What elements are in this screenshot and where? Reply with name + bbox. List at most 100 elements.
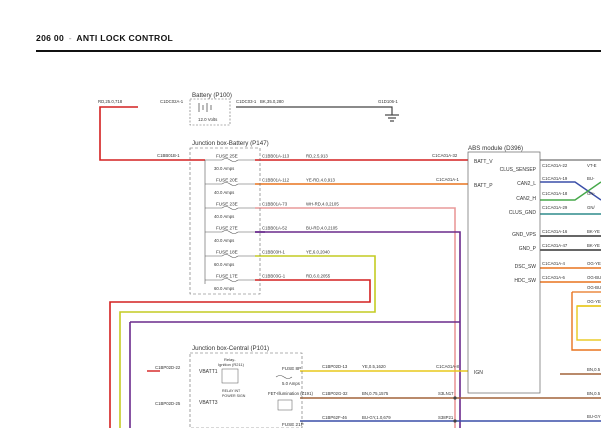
abs-conn-item: BN,0.5 (587, 391, 601, 396)
abs-conn-label: C1CA01A-4 (542, 261, 566, 266)
fuse-wire-label: RD,2.5,913 (306, 154, 328, 159)
abs-wire-label: GN- (587, 191, 595, 196)
battery-left-wire-label: RD,25.0,718 (98, 99, 123, 104)
relay-subtitle: Ignition (R211) (218, 362, 245, 367)
fuse-wire-label: WH-RD,4.0,2105 (306, 202, 339, 207)
abs-right-pin: HDC_SW (514, 278, 536, 284)
fuse-21p-conn: C1BP62F-46 (322, 415, 347, 420)
abs-wire-label: BN,0.5 (587, 367, 601, 372)
abs-right-pin: GND_VPS (512, 232, 537, 238)
fuse-rating: 60.0 Amps (214, 262, 234, 267)
fuse-icon (221, 182, 239, 186)
abs-conn-1-label: C1CA01A-1 (436, 177, 460, 182)
wire-fuse-17e (109, 279, 371, 428)
battery-right-conn-label: C1DC03-1 (236, 99, 257, 104)
abs-wire-label: BN,0.5 (587, 391, 601, 396)
abs-wire-label: OG-BU (587, 275, 601, 280)
abs-ign-conn: C1CA01A-8 (436, 364, 460, 369)
vbatt1-label: VBATT1 (199, 369, 218, 375)
abs-conn-item: C1CA01A-6 OG-BU (542, 275, 601, 280)
fuse-8p-rating: 5.0 Amps (282, 381, 300, 386)
fet-splice: S3LN17 (438, 391, 454, 396)
abs-conn-label: C1CA01A-47 (542, 243, 568, 248)
abs-conn-label: C1CA01A-19 (542, 176, 568, 181)
fuse-item: FUSE 23E 40.0 Amps C1BB01A-73 WH-RD,4.0,210… (205, 202, 339, 219)
fuse-name: FUSE 23E (216, 202, 238, 207)
abs-module: ABS module (D396) BATT_V BATT_P IGN (467, 145, 541, 394)
fuse-name: FUSE 25E (216, 154, 238, 159)
abs-conn-label: C1CA01A-29 (542, 205, 568, 210)
fuse-conn-label: C1BB03H-1 (262, 250, 286, 255)
fuse-item: FUSE 17E 60.0 Amps C1BB03G-1 RD,6.0,2055 (205, 274, 331, 291)
wire-fuse-18e (119, 255, 376, 428)
wire-abs-18 (540, 181, 601, 201)
relay-icon (221, 368, 239, 384)
relay2-title: RELAY INT (222, 389, 241, 393)
abs-conn-item: C1CA01A-47 BK-YE (542, 243, 600, 248)
fuse-conn-label: C1BB01A-52 (262, 226, 288, 231)
ground-label: G1D106-1 (378, 99, 398, 104)
battery-left-conn-label: C1DC02A-1 (160, 99, 184, 104)
header-separator: - (68, 33, 72, 43)
abs-pin-ign: IGN (474, 370, 483, 376)
fet-name: FET-Illumination (Z191) (268, 391, 313, 396)
abs-wire-label: BK-YE (587, 243, 600, 248)
abs-wire-label: GN/ (587, 205, 595, 210)
abs-right-pin: GND_P (519, 246, 537, 252)
fuse-rating: 60.0 Amps (214, 286, 234, 291)
abs-wire-label: BU- (587, 176, 595, 181)
abs-right-pin: CLUS_GND (509, 210, 537, 216)
abs-conn-item: C1CA01A-4 OG-YE (542, 261, 601, 266)
abs-pin-batt-p: BATT_P (474, 183, 493, 189)
abs-wire-label: OG-BU (587, 285, 601, 290)
fuse-wire-label: YE,6.0,2040 (306, 250, 330, 255)
fuse-name: FUSE 20E (216, 178, 238, 183)
abs-conn-label: C1CA01A-22 (542, 163, 568, 168)
fuse-conn-label: C1BB03G-1 (262, 274, 286, 279)
battery-title: Battery (P100) (192, 92, 232, 99)
fuse-icon (221, 206, 239, 210)
abs-conn-item: OG-BU (587, 285, 601, 290)
abs-right-pin-list: CLUS_SENSEPCAN2_LCAN2_HCLUS_GNDGND_VPSGN… (500, 167, 537, 284)
wire-fuse-27e (255, 231, 461, 428)
jb-central-title: Junction box-Central (P101) (192, 345, 269, 352)
fuse-icon (221, 230, 239, 234)
fuse-wire-label: YE-RD,4.0,913 (306, 178, 336, 183)
abs-right-pin: CLUS_SENSEP (500, 167, 537, 173)
vbatt3-label: VBATT3 (199, 400, 218, 406)
battery-block: Battery (P100) 12.0 Volts (189, 92, 232, 126)
fuse-icon (221, 158, 239, 162)
fuse-name: FUSE 27E (216, 226, 238, 231)
relay-title: Relay- (224, 357, 236, 362)
jb-central-conn-22: C1BP02D-22 (155, 365, 181, 370)
abs-wire-label: OG-YE (587, 299, 601, 304)
fet-icon (277, 399, 293, 411)
fuse-8p-name: FUSE 8P (282, 366, 301, 371)
junction-box-battery: Junction box-Battery (P147) C1BB01B-1 (157, 140, 269, 295)
fuse-rating: 40.0 Amps (214, 214, 234, 219)
fet-wire: BN,0.75,1575 (362, 391, 389, 396)
fuse-name: FUSE 17E (216, 274, 238, 279)
abs-conn-item: BU-GY (587, 414, 601, 419)
fuse-wire-label: RD,6.0,2055 (306, 274, 331, 279)
abs-conn-label: C1CA01A-6 (542, 275, 566, 280)
fuse-8p-icon (275, 375, 293, 379)
fuse-rating: 30.0 Amps (214, 166, 234, 171)
fuse-rating: 40.0 Amps (214, 238, 234, 243)
abs-wire-label: OG-YE (587, 261, 601, 266)
fuse-21p-wire: BU-GY,1.0,679 (362, 415, 391, 420)
abs-module-title: ABS module (D396) (468, 145, 523, 152)
abs-pin-batt-v: BATT_V (474, 159, 493, 165)
fuse-conn-label: C1BB01A-73 (262, 202, 288, 207)
fuse-icon (221, 278, 239, 282)
abs-conn-32-label: C1CA01A-32 (432, 153, 458, 158)
abs-right-pin: CAN2_H (516, 196, 536, 202)
fuse-21p-name: FUSE 21P (282, 422, 304, 427)
